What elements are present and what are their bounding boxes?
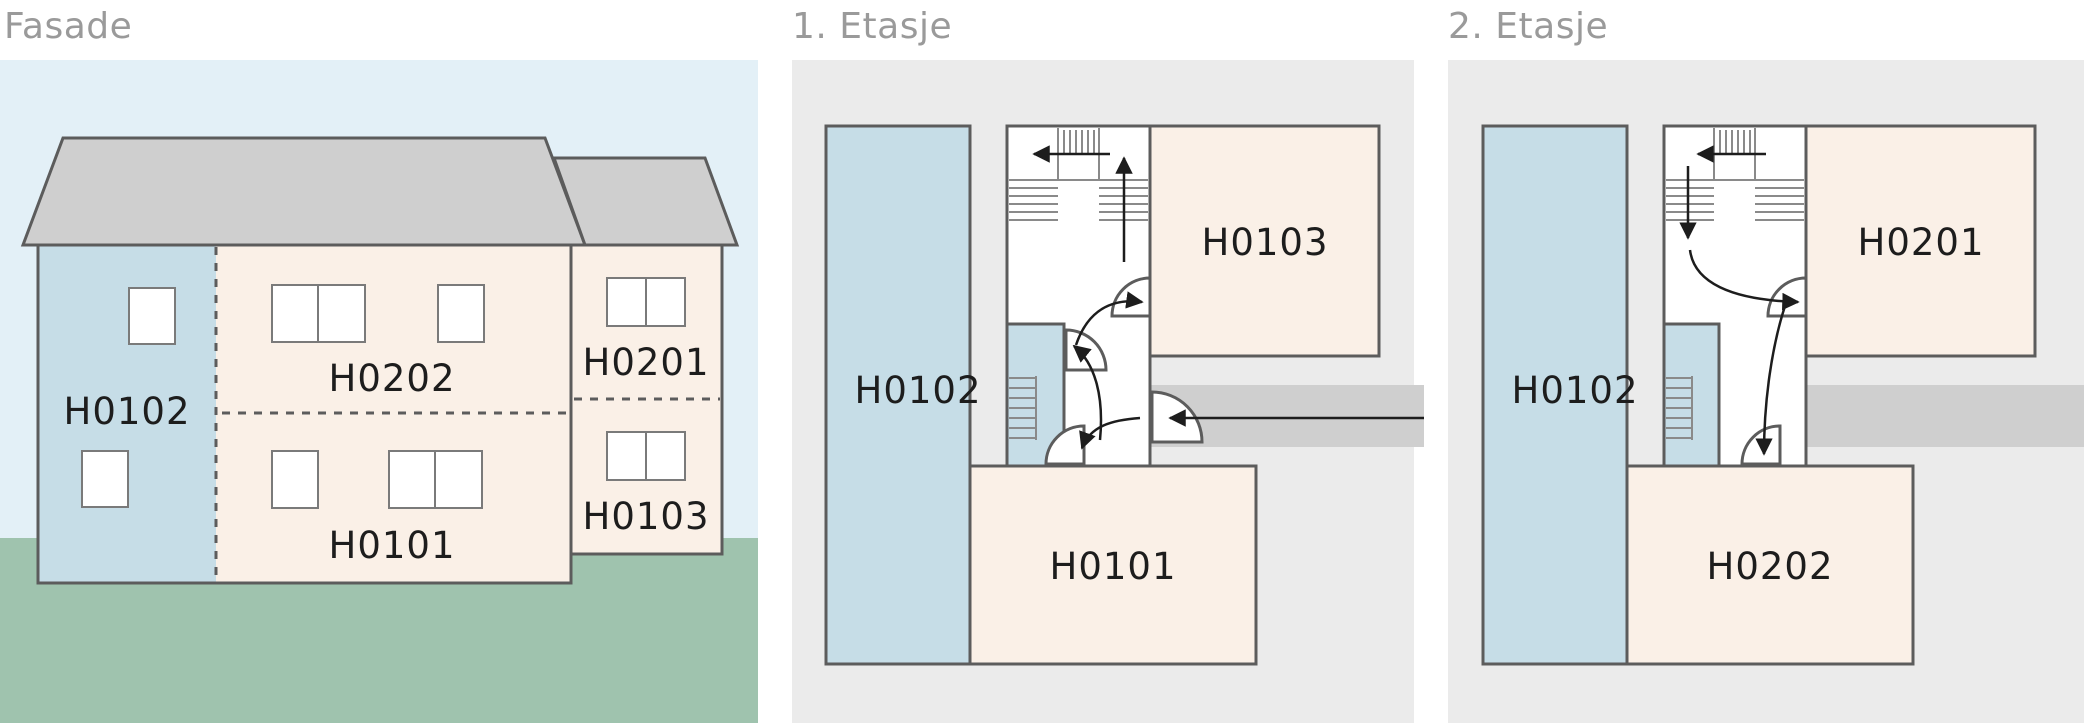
floor2-title: 2. Etasje bbox=[1448, 6, 1609, 47]
floor1-unit-h0101 bbox=[968, 464, 1258, 666]
floor1-circulation-arrows bbox=[1032, 145, 1424, 450]
annex-roof bbox=[551, 156, 740, 247]
floor1-label-h0101: H0101 bbox=[1050, 545, 1177, 588]
main-roof bbox=[20, 136, 588, 247]
facade-windows bbox=[81, 277, 686, 509]
facade-label-h0103: H0103 bbox=[583, 495, 710, 538]
route-arrow bbox=[1755, 305, 1787, 456]
facade-label-h0102: H0102 bbox=[64, 390, 191, 433]
facade-label-h0202: H0202 bbox=[329, 357, 456, 400]
floor1-panel: H0102 H0103 H0101 bbox=[792, 60, 1424, 723]
window bbox=[81, 450, 129, 508]
floor2-label-h0201: H0201 bbox=[1858, 221, 1985, 264]
facade-label-h0201: H0201 bbox=[583, 341, 710, 384]
route-arrow bbox=[1079, 416, 1141, 450]
floor2-lower-stair-shaft bbox=[1662, 322, 1721, 468]
route-arrow bbox=[1688, 249, 1800, 311]
floor2-walkway bbox=[1806, 385, 2084, 447]
facade-unit-h0102-area bbox=[38, 245, 216, 583]
window bbox=[437, 284, 485, 343]
floor2-unit-h0201 bbox=[1804, 124, 2037, 358]
facade-title: Fasade bbox=[4, 6, 133, 47]
floor1-unit-h0103 bbox=[1148, 124, 1381, 358]
route-arrow bbox=[1074, 291, 1144, 346]
floor1-label-h0102: H0102 bbox=[855, 369, 982, 412]
floor2-unit-h0202 bbox=[1625, 464, 1915, 666]
floor1-label-h0103: H0103 bbox=[1202, 221, 1329, 264]
window bbox=[128, 287, 176, 345]
floor1-title: 1. Etasje bbox=[792, 6, 953, 47]
window bbox=[271, 450, 319, 509]
floor2-unit-h0102 bbox=[1481, 124, 1629, 666]
floor2-label-h0102: H0102 bbox=[1512, 369, 1639, 412]
floor2-panel: H0102 H0201 H0202 bbox=[1448, 60, 2084, 723]
door-swing bbox=[1044, 424, 1086, 466]
facade-label-h0101: H0101 bbox=[329, 524, 456, 567]
floor2-circulation-arrows bbox=[1679, 145, 1800, 456]
floor2-label-h0202: H0202 bbox=[1707, 545, 1834, 588]
route-arrow bbox=[1072, 344, 1103, 441]
facade-panel: H0102 H0202 H0101 H0201 H0103 bbox=[0, 60, 758, 723]
floor1-unit-h0102 bbox=[824, 124, 972, 666]
floor2-stair-steps bbox=[1666, 128, 1804, 440]
